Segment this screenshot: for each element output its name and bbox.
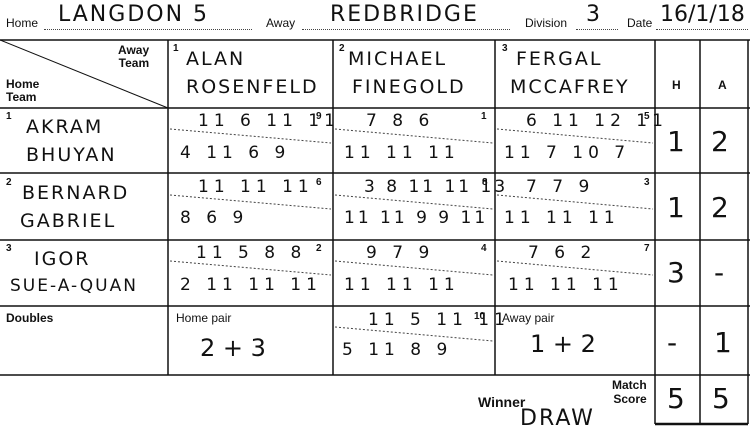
away-player-3-name-line2: MCCAFREY [510, 76, 630, 98]
away-pair-value: 1 + 2 [530, 330, 596, 358]
game-r3-c3-away-points: 7 6 2 [528, 243, 597, 263]
away-team-value: REDBRIDGE [330, 2, 479, 27]
doubles-home-result: - [667, 326, 680, 359]
doubles-home-points: 5 11 8 9 [342, 340, 453, 360]
away-player-2-name-line2: FINEGOLD [352, 76, 466, 98]
away-player-3-name-line1: FERGAL [516, 48, 603, 70]
h-column-header: H [672, 78, 681, 92]
date-value: 16/1/18 [660, 2, 745, 27]
date-label: Date [627, 16, 653, 30]
away-line [302, 28, 510, 30]
row1-home-result: 1 [667, 125, 687, 158]
division-label: Division [525, 16, 568, 30]
date-line [656, 28, 748, 30]
home-player-2-name-line2: GABRIEL [20, 210, 117, 232]
doubles-label: Doubles [6, 311, 54, 325]
row2-away-result: 2 [711, 191, 731, 224]
home-player-3-number: 3 [6, 243, 12, 254]
game-r1-c3-away-points: 6 11 12 11 [526, 111, 668, 131]
home-player-1-name-line2: BHUYAN [26, 144, 117, 166]
match-score-label: Match Score [612, 378, 647, 406]
game-r3-c1-home-points: 2 11 11 11 [180, 275, 322, 295]
row2-home-result: 1 [667, 191, 687, 224]
home-label: Home [6, 16, 39, 30]
row3-away-result: - [714, 256, 727, 289]
away-player-2-name-line1: MICHAEL [348, 48, 448, 70]
game-r2-c1-away-points: 11 11 11 [198, 177, 314, 197]
game-r2-c3-order: 3 [644, 177, 650, 188]
winner-value: DRAW [520, 406, 595, 431]
home-player-2-name-line1: BERNARD [22, 182, 130, 204]
game-r3-c3-order: 7 [644, 243, 650, 254]
game-r2-c2-away-points: 3 8 11 11 13 [364, 177, 509, 197]
game-r2-c1-home-points: 8 6 9 [180, 208, 249, 228]
game-r3-c1-order: 2 [316, 243, 322, 254]
doubles-order: 10 [474, 311, 486, 322]
game-r3-c2-order: 4 [481, 243, 487, 254]
game-r2-c2-home-points: 11 11 9 9 11 [344, 208, 489, 228]
home-pair-label: Home pair [176, 311, 232, 325]
home-player-2-number: 2 [6, 177, 12, 188]
doubles-away-result: 1 [714, 326, 734, 359]
game-r2-c3-home-points: 11 11 11 [504, 208, 620, 228]
home-line [44, 28, 252, 30]
game-r1-c2-away-points: 7 8 6 [366, 111, 435, 131]
game-r1-c1-order: 9 [316, 111, 322, 122]
game-r3-c1-away-points: 11 5 8 8 [196, 243, 307, 263]
division-line [576, 28, 618, 30]
home-player-1-name-line1: AKRAM [26, 116, 104, 138]
game-r1-c1-away-points: 11 6 11 11 [198, 111, 340, 131]
away-label: Away [266, 16, 296, 30]
away-player-2-number: 2 [339, 43, 345, 54]
game-r3-c3-home-points: 11 11 11 [508, 275, 624, 295]
doubles-away-points: 11 5 11 11 [368, 310, 510, 330]
home-pair-value: 2 + 3 [200, 334, 266, 362]
game-r1-c3-order: 5 [644, 111, 650, 122]
game-r2-c1-order: 6 [316, 177, 322, 188]
row3-home-result: 3 [667, 256, 687, 289]
game-r2-c2-order: 8 [482, 177, 488, 188]
game-r1-c3-home-points: 11 7 10 7 [504, 143, 631, 163]
home-player-3-name-line1: IGOR [34, 248, 91, 270]
home-player-1-number: 1 [6, 111, 12, 122]
winner-label: Winner [478, 394, 526, 410]
game-r1-c2-home-points: 11 11 11 [344, 143, 460, 163]
game-r1-c2-order: 1 [481, 111, 487, 122]
match-score-away: 5 [712, 382, 732, 415]
home-team-corner-label: Home Team [6, 77, 40, 104]
home-team-value: LANGDON 5 [58, 2, 210, 27]
division-value: 3 [586, 2, 602, 27]
away-pair-label: Away pair [502, 311, 555, 325]
game-r3-c2-home-points: 11 11 11 [344, 275, 460, 295]
away-player-3-number: 3 [502, 43, 508, 54]
match-score-home: 5 [667, 382, 687, 415]
away-player-1-number: 1 [173, 43, 179, 54]
a-column-header: A [718, 78, 727, 92]
row1-away-result: 2 [711, 125, 731, 158]
away-player-1-name-line2: ROSENFELD [186, 76, 319, 98]
home-player-3-name-line2: SUE-A-QUAN [10, 276, 138, 296]
game-r2-c3-away-points: 7 7 9 [526, 177, 595, 197]
game-r1-c1-home-points: 4 11 6 9 [180, 143, 291, 163]
game-r3-c2-away-points: 9 7 9 [366, 243, 435, 263]
away-team-corner-label: Away Team [118, 43, 150, 70]
away-player-1-name-line1: ALAN [186, 48, 246, 70]
